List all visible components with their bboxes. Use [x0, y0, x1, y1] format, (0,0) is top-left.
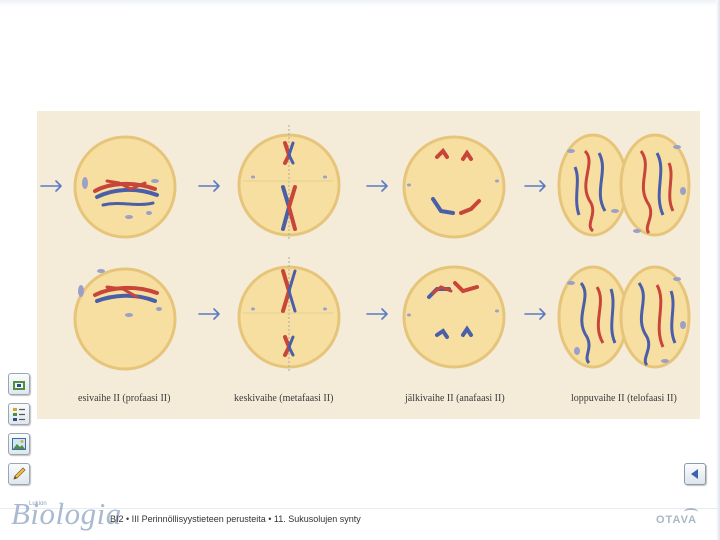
notes-button[interactable]	[8, 463, 30, 485]
contents-button[interactable]	[8, 403, 30, 425]
stage-label-prophase: esivaihe II (profaasi II)	[78, 393, 170, 404]
meiosis-diagram-canvas	[37, 111, 700, 419]
logo-main-text: Biologia	[11, 496, 122, 532]
arrow-icon	[41, 181, 61, 191]
anaphase-cell-top	[404, 137, 504, 237]
notes-icon	[11, 466, 27, 482]
telophase-cells-bottom	[559, 267, 689, 367]
home-button[interactable]	[8, 373, 30, 395]
arrow-icon	[367, 309, 387, 319]
publisher-logo: OTAVA	[656, 514, 697, 526]
triangle-left-icon	[689, 468, 701, 480]
contents-icon	[11, 406, 27, 422]
metaphase-cell-bottom	[239, 257, 339, 371]
stage-label-metaphase: keskivaihe (metafaasi II)	[234, 393, 333, 404]
arrow-icon	[367, 181, 387, 191]
meiosis-diagram	[37, 111, 700, 419]
stage-label-anaphase: jälkivaihe II (anafaasi II)	[405, 393, 505, 404]
home-icon	[11, 376, 27, 392]
arrow-icon	[199, 309, 219, 319]
arrow-icon	[199, 181, 219, 191]
top-frame-edge	[0, 0, 720, 6]
stage-label-telophase: loppuvaihe II (telofaasi II)	[571, 393, 677, 404]
arrow-icon	[525, 309, 545, 319]
anaphase-cell-bottom	[404, 267, 504, 367]
right-frame-edge	[716, 0, 720, 540]
back-button[interactable]	[684, 463, 706, 485]
prophase-cell-bottom	[75, 269, 175, 369]
footer-breadcrumb: BI2 • III Perinnöllisyystieteen perustei…	[110, 514, 361, 524]
image-icon	[11, 436, 27, 452]
image-button[interactable]	[8, 433, 30, 455]
arrow-icon	[525, 181, 545, 191]
metaphase-cell-top	[239, 125, 339, 239]
telophase-cells-top	[559, 135, 689, 235]
prophase-cell-top	[75, 137, 175, 237]
